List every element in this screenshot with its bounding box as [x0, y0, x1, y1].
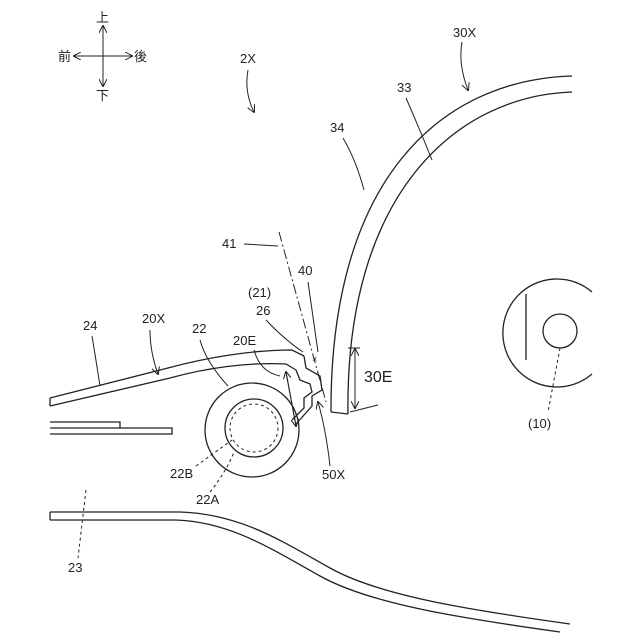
direction-indicator: 上 下 前 後: [58, 11, 147, 104]
label-41: 41: [222, 236, 236, 251]
cover-end-edge: [331, 412, 348, 414]
label-20x: 20X: [142, 311, 165, 326]
dimension-20e: 20E: [233, 333, 296, 426]
tray-20x: 20X 24 22: [50, 311, 322, 424]
leader-26: [266, 320, 303, 352]
leader-30x: [461, 42, 468, 90]
part-40-group: 40 ×: [298, 263, 318, 364]
point-mark-40: ×: [312, 354, 317, 364]
roller-labels: 22B 22A: [170, 440, 234, 507]
device-label-group: 2X: [240, 51, 256, 112]
label-33: 33: [397, 80, 411, 95]
leader-24: [92, 336, 100, 386]
label-2x: 2X: [240, 51, 256, 66]
chain-line-41: 41: [222, 232, 326, 402]
cover-inner-arc: [348, 92, 572, 414]
label-22: 22: [192, 321, 206, 336]
tray-upper-edge: [50, 350, 304, 398]
leader-10: [548, 348, 560, 412]
label-24: 24: [83, 318, 97, 333]
leader-23: [78, 490, 86, 558]
base-plates: [50, 422, 172, 434]
label-30e: 30E: [364, 369, 392, 386]
direction-rear-label: 後: [134, 50, 147, 65]
roller-22: [205, 383, 299, 477]
label-22b: 22B: [170, 466, 193, 481]
part-10: (10): [503, 279, 592, 431]
part-10-outer-arc: [503, 279, 592, 387]
lower-tray-upper: [50, 512, 570, 624]
roller-shaft-circle: [225, 399, 283, 457]
dim-30e-bottom-ext: [350, 405, 378, 412]
part-21-26-group: (21) 26: [248, 285, 303, 352]
label-10: (10): [528, 416, 551, 431]
leader-20x: [150, 330, 158, 374]
chain-line: [279, 232, 326, 402]
label-50x: 50X: [322, 467, 345, 482]
part-10-shaft: [543, 314, 577, 348]
part-50x-group: 50X: [318, 402, 345, 482]
direction-down-label: 下: [96, 89, 109, 104]
dimension-30e: 30E: [348, 348, 392, 412]
label-23: 23: [68, 560, 82, 575]
label-21: (21): [248, 285, 271, 300]
leader-41: [244, 244, 278, 246]
label-20e: 20E: [233, 333, 256, 348]
cover-30x: 30X 33 34: [330, 25, 572, 414]
label-22a: 22A: [196, 492, 219, 507]
label-40: 40: [298, 263, 312, 278]
label-34: 34: [330, 120, 344, 135]
label-26: 26: [256, 303, 270, 318]
leader-34: [343, 138, 364, 190]
roller-hidden-circle: [230, 404, 278, 452]
label-30x: 30X: [453, 25, 476, 40]
lower-tray-23: 23: [50, 490, 570, 632]
leader-33: [406, 98, 432, 160]
tray-hook-outer: [296, 356, 322, 424]
cover-outer-arc: [331, 76, 572, 412]
roller-outer-circle: [205, 383, 299, 477]
direction-up-label: 上: [96, 11, 109, 26]
lower-tray-lower: [50, 520, 560, 632]
direction-front-label: 前: [58, 49, 71, 65]
leader-50x: [318, 402, 330, 466]
leader-22: [200, 340, 228, 386]
leader-22b: [196, 440, 232, 466]
leader-2x: [247, 70, 254, 112]
